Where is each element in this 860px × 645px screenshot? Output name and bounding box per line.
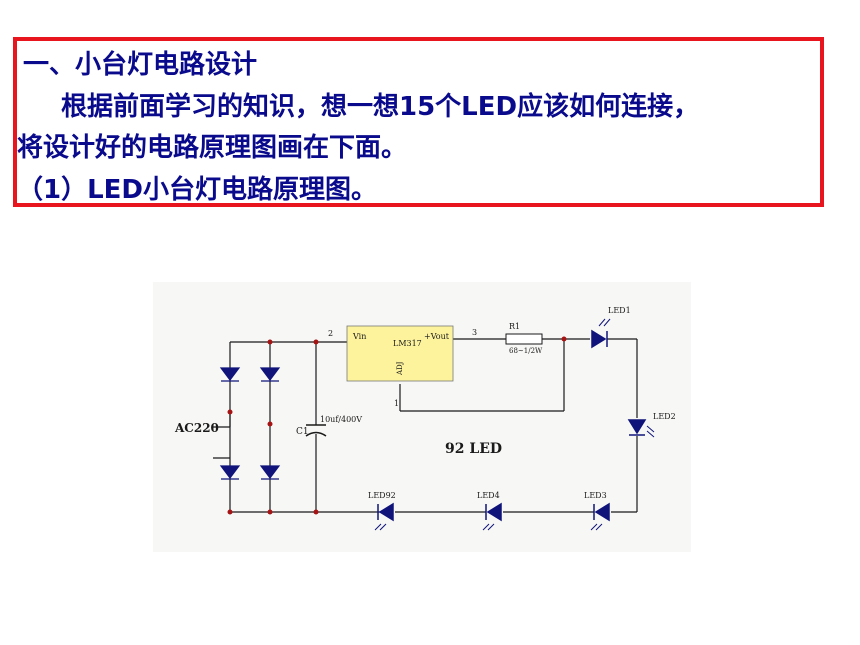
led92-symbol <box>374 502 394 531</box>
led92-label: LED92 <box>368 491 396 500</box>
capacitor-value: 10uf/400V <box>320 415 362 424</box>
section-heading: 一、小台灯电路设计 <box>23 50 258 80</box>
node-1-label: 1 <box>394 399 399 408</box>
labels: AC220 C1 10uf/400V 2 3 1 LM317 Vin +Vout… <box>174 306 676 500</box>
led4-symbol <box>482 502 502 531</box>
resistor-value: 68~1/2W <box>509 347 543 355</box>
regulator-name: LM317 <box>393 339 422 348</box>
regulator-vout-pin: +Vout <box>424 332 450 341</box>
led1-label: LED1 <box>608 306 631 315</box>
diode-d3 <box>219 465 241 479</box>
led2-label: LED2 <box>653 412 676 421</box>
resistor-name: R1 <box>509 322 520 331</box>
capacitor-label: C1 <box>296 427 309 437</box>
title-box: 一、小台灯电路设计 根据前面学习的知识，想一想15个LED应该如何连接， 将设计… <box>13 37 824 207</box>
ac-input-label: AC220 <box>174 421 219 435</box>
task-text-line1: 根据前面学习的知识，想一想15个LED应该如何连接， <box>61 92 700 122</box>
node-dots <box>227 336 567 515</box>
led-diodes <box>374 318 655 531</box>
led2-symbol <box>627 419 655 438</box>
node-3-label: 3 <box>472 328 477 337</box>
led1-symbol <box>591 318 611 349</box>
diode-d1 <box>219 367 241 381</box>
diode-d4 <box>259 465 281 479</box>
diode-d2 <box>259 367 281 381</box>
led-count-label: 92 LED <box>445 441 502 457</box>
led-lamp-circuit-diagram: AC220 C1 10uf/400V 2 3 1 LM317 Vin +Vout… <box>153 282 691 552</box>
wires <box>213 338 638 513</box>
regulator-vin-pin: Vin <box>352 332 366 341</box>
led3-symbol <box>590 502 610 531</box>
task-text-line2: 将设计好的电路原理图画在下面。 <box>17 133 408 163</box>
led4-label: LED4 <box>477 491 500 500</box>
capacitor <box>305 424 327 437</box>
bridge-rectifier <box>219 367 281 480</box>
led3-label: LED3 <box>584 491 607 500</box>
regulator-adj-pin: ADJ <box>396 361 404 376</box>
resistor-r1 <box>505 333 543 345</box>
node-2-label: 2 <box>328 329 333 338</box>
lm317-regulator <box>346 325 454 382</box>
subtask-heading: （1）LED小台灯电路原理图。 <box>17 175 378 205</box>
